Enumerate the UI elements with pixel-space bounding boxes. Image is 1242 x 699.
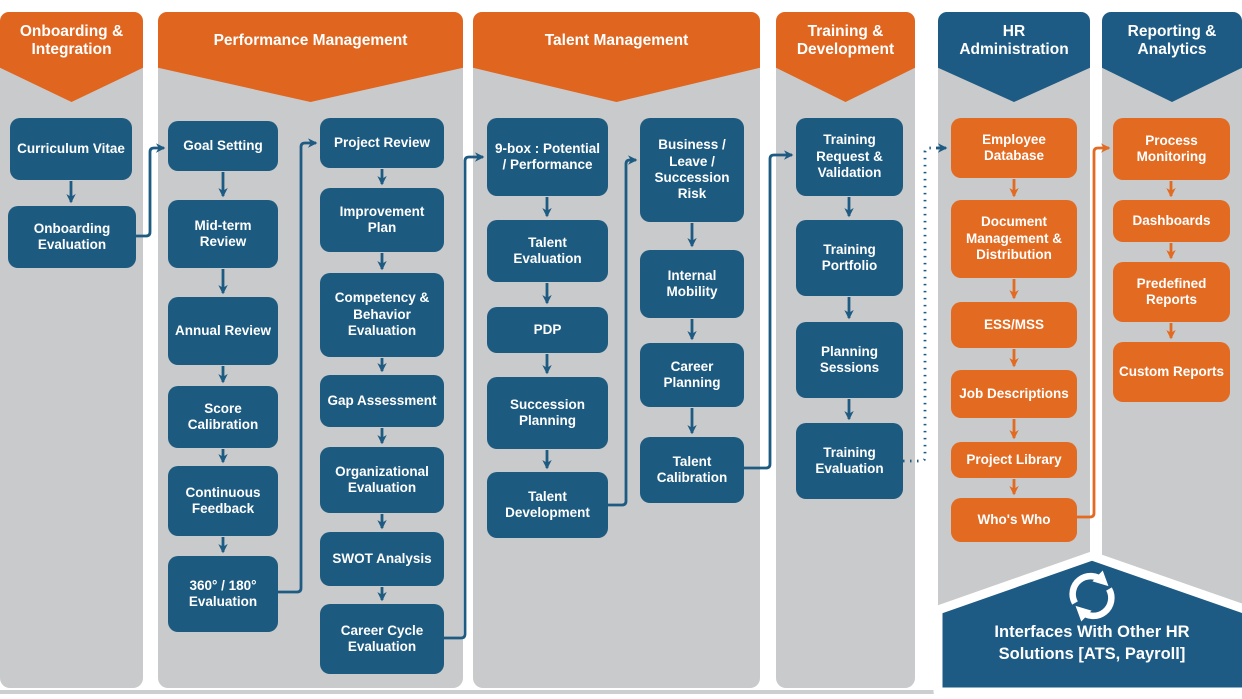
node-talent-evaluation: Talent Evaluation xyxy=(487,220,608,282)
connector-career-cycle-to-9box xyxy=(444,152,485,640)
node-ess-mss: ESS/MSS xyxy=(951,302,1077,348)
arrows-performance xyxy=(218,169,387,602)
connector-talent-dev-to-business-risk xyxy=(608,155,638,507)
sync-icon xyxy=(1069,570,1115,622)
node-project-library: Project Library xyxy=(951,442,1077,478)
node-improvement-plan: Improvement Plan xyxy=(320,188,444,252)
node-training-request-validation: Training Request & Validation xyxy=(796,118,903,196)
header-title: HR Administration xyxy=(959,22,1069,58)
connector-training-eval-to-employee-db xyxy=(903,146,936,463)
node-gap-assessment: Gap Assessment xyxy=(320,375,444,427)
header-title: Performance Management xyxy=(213,31,408,49)
interfaces-banner-label: Interfaces With Other HR Solutions [ATS,… xyxy=(994,623,1190,664)
node-employee-database: Employee Database xyxy=(951,118,1077,178)
header-title: Onboarding & Integration xyxy=(19,22,124,58)
node-career-cycle-evaluation: Career Cycle Evaluation xyxy=(320,604,444,674)
node-planning-sessions: Planning Sessions xyxy=(796,322,903,398)
bottom-edge-line xyxy=(0,690,1242,694)
node-business-leave-succession-risk: Business / Leave / Succession Risk xyxy=(640,118,744,222)
node-mid-term-review: Mid-term Review xyxy=(168,200,278,268)
node-onboarding-evaluation: Onboarding Evaluation xyxy=(8,206,136,268)
header-title: Training & Development xyxy=(796,22,895,58)
node-continuous-feedback: Continuous Feedback xyxy=(168,466,278,536)
node-internal-mobility: Internal Mobility xyxy=(640,250,744,318)
node-talent-calibration: Talent Calibration xyxy=(640,437,744,503)
node-curriculum-vitae: Curriculum Vitae xyxy=(10,118,132,180)
header-title: Reporting & Analytics xyxy=(1127,22,1217,58)
node-succession-planning: Succession Planning xyxy=(487,377,608,449)
node-swot-analysis: SWOT Analysis xyxy=(320,532,444,586)
node-whos-who: Who's Who xyxy=(951,498,1077,542)
node-document-management-distribution: Document Management & Distribution xyxy=(951,200,1077,278)
node-training-evaluation: Training Evaluation xyxy=(796,423,903,499)
node-talent-development: Talent Development xyxy=(487,472,608,538)
node-dashboards: Dashboards xyxy=(1113,200,1230,242)
arrows-talent xyxy=(542,197,697,470)
connector-onboarding-to-goal-setting xyxy=(136,143,166,238)
node-project-review: Project Review xyxy=(320,118,444,168)
node-score-calibration: Score Calibration xyxy=(168,386,278,448)
connector-360-to-project-review xyxy=(278,138,318,594)
node-process-monitoring: Process Monitoring xyxy=(1113,118,1230,180)
node-9box-potential-performance: 9-box : Potential / Performance xyxy=(487,118,608,196)
node-training-portfolio: Training Portfolio xyxy=(796,220,903,296)
node-job-descriptions: Job Descriptions xyxy=(951,370,1077,418)
node-goal-setting: Goal Setting xyxy=(168,121,278,171)
node-custom-reports: Custom Reports xyxy=(1113,342,1230,402)
interfaces-banner-shape xyxy=(933,551,1242,697)
node-predefined-reports: Predefined Reports xyxy=(1113,262,1230,322)
cross-column-connectors xyxy=(136,138,1111,640)
node-organizational-evaluation: Organizational Evaluation xyxy=(320,447,444,513)
node-competency-behavior-evaluation: Competency & Behavior Evaluation xyxy=(320,273,444,357)
node-360-180-evaluation: 360° / 180° Evaluation xyxy=(168,556,278,632)
node-annual-review: Annual Review xyxy=(168,297,278,365)
node-pdp: PDP xyxy=(487,307,608,353)
header-title: Talent Management xyxy=(544,31,689,49)
node-career-planning: Career Planning xyxy=(640,343,744,407)
connector-whos-who-to-process-monitoring xyxy=(1077,143,1111,519)
connector-talent-calib-to-training-request xyxy=(744,150,794,470)
